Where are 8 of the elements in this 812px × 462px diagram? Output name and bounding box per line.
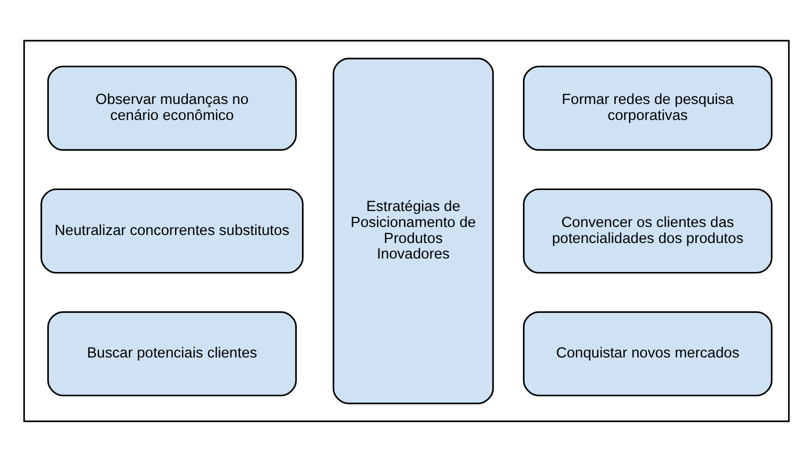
node-box: Conquistar novos mercados bbox=[522, 311, 772, 396]
node-box: Buscar potenciais clientes bbox=[46, 311, 296, 396]
node-box: Observar mudanças no cenário econômico bbox=[46, 66, 296, 151]
node-box: Neutralizar concorrentes substitutos bbox=[40, 188, 304, 274]
cluster bbox=[22, 40, 790, 422]
node-box: Estratégias de Posicionamento de Produtos Inovadores bbox=[332, 58, 494, 404]
node-box: Convencer os clientes das potencialidades dos produtos bbox=[522, 188, 772, 274]
node-box: Formar redes de pesquisa corporativas bbox=[522, 66, 772, 151]
